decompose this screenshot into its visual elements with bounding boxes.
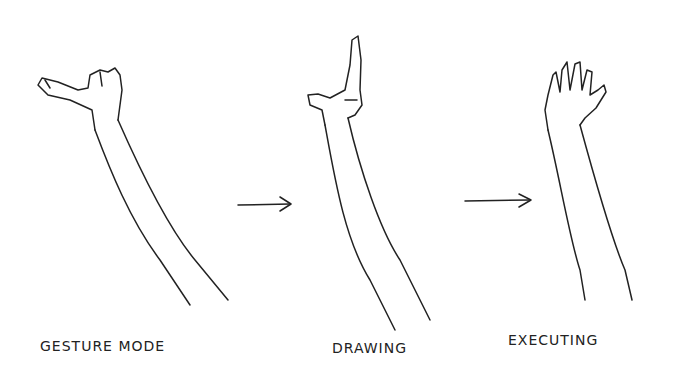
arm-outline bbox=[95, 130, 190, 305]
step-caption: DRAWING bbox=[332, 340, 452, 356]
arrow-shaft bbox=[238, 204, 290, 205]
arrow-shaft bbox=[465, 200, 530, 201]
step-caption: EXECUTING bbox=[508, 332, 648, 348]
arm-outline bbox=[348, 118, 430, 320]
step-caption: GESTURE MODE bbox=[40, 338, 200, 354]
executing-arm bbox=[545, 62, 632, 300]
hand-detail bbox=[45, 72, 102, 88]
hand-outline bbox=[308, 36, 362, 125]
arm-outline bbox=[325, 125, 395, 330]
step-arrow bbox=[465, 194, 531, 207]
step-arrow bbox=[238, 197, 291, 211]
arrow-head bbox=[280, 197, 291, 211]
arm-outline bbox=[548, 130, 585, 300]
hand-outline bbox=[545, 62, 606, 130]
arm-outline bbox=[580, 125, 632, 300]
arm-outline bbox=[118, 120, 228, 300]
drawing-arm bbox=[308, 36, 430, 330]
gesture-mode-arm bbox=[38, 68, 228, 305]
hand-outline bbox=[38, 68, 122, 130]
hand-detail bbox=[345, 99, 357, 101]
arrow-head bbox=[519, 194, 531, 207]
